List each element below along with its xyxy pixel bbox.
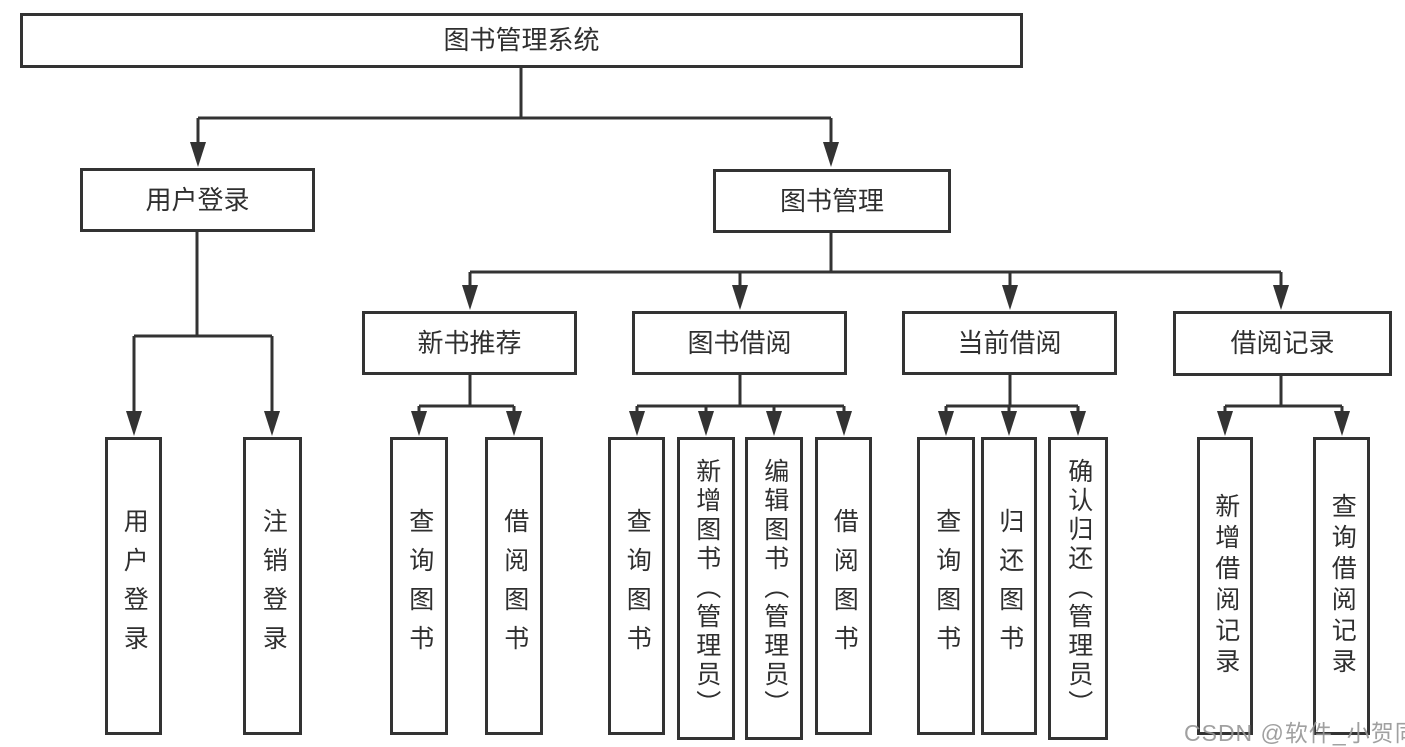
branch-user-login (132, 231, 274, 414)
arrow-down-icon (938, 411, 954, 436)
leaf-borrow-books: 借阅图书 (815, 437, 872, 735)
branch-book-borrow (635, 374, 846, 414)
leaf-query-books-borrow: 查询图书 (608, 437, 665, 735)
arrow-down-icon (1070, 411, 1086, 436)
branch-root (196, 66, 833, 146)
arrow-down-icon (1001, 411, 1017, 436)
leaf-borrow-books-recommend: 借阅图书 (485, 437, 543, 735)
node-new-book-recommend: 新书推荐 (362, 311, 577, 375)
node-current-borrow: 当前借阅 (902, 311, 1117, 375)
arrow-down-icon (836, 411, 852, 436)
arrow-down-icon (190, 142, 206, 167)
arrow-down-icon (732, 285, 748, 310)
arrow-down-icon (1217, 411, 1233, 436)
branch-book-management (468, 231, 1283, 288)
node-system-root: 图书管理系统 (20, 13, 1023, 68)
leaf-user-login: 用户登录 (105, 437, 162, 735)
arrow-down-icon (462, 285, 478, 310)
branch-current-borrow (944, 374, 1080, 414)
leaf-add-book-admin: 新增图书（管理员） (677, 437, 735, 740)
arrowheads (126, 142, 1350, 436)
arrow-down-icon (823, 142, 839, 167)
node-book-management: 图书管理 (713, 169, 951, 233)
leaf-add-borrow-record: 新增借阅记录 (1197, 437, 1253, 735)
node-borrow-records: 借阅记录 (1173, 311, 1392, 376)
leaf-confirm-return-admin: 确认归还（管理员） (1048, 437, 1108, 740)
leaf-query-books-current: 查询图书 (917, 437, 975, 735)
branch-lines (132, 66, 1344, 414)
leaf-query-books-recommend: 查询图书 (390, 437, 448, 735)
arrow-down-icon (1002, 285, 1018, 310)
arrow-down-icon (264, 411, 280, 436)
arrow-down-icon (1273, 285, 1289, 310)
leaf-logout: 注销登录 (243, 437, 302, 735)
arrow-down-icon (698, 411, 714, 436)
arrow-down-icon (411, 411, 427, 436)
csdn-watermark: CSDN @软件_小贺同学 (1184, 720, 1405, 746)
leaf-query-borrow-record: 查询借阅记录 (1313, 437, 1370, 735)
arrow-down-icon (506, 411, 522, 436)
arrow-down-icon (629, 411, 645, 436)
branch-new-book-recommend (417, 374, 516, 414)
node-book-borrow: 图书借阅 (632, 311, 847, 375)
arrow-down-icon (126, 411, 142, 436)
branch-borrow-records (1223, 374, 1344, 414)
arrow-down-icon (1334, 411, 1350, 436)
node-user-login: 用户登录 (80, 168, 315, 232)
leaf-return-book: 归还图书 (981, 437, 1037, 735)
arrow-down-icon (766, 411, 782, 436)
leaf-edit-book-admin: 编辑图书（管理员） (745, 437, 803, 740)
